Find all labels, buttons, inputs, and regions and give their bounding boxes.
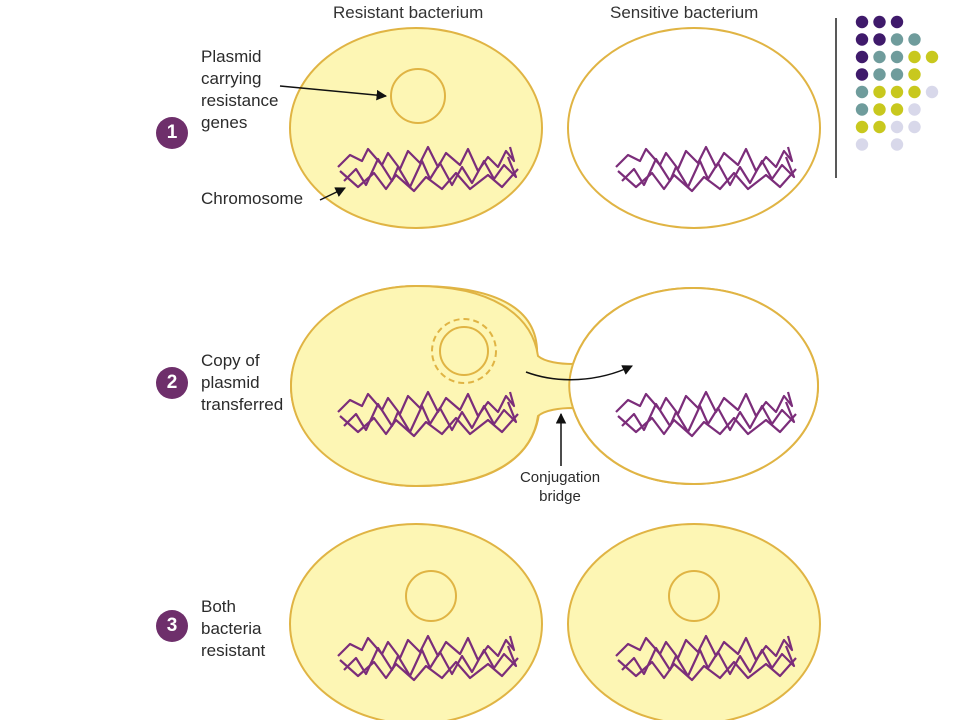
decor-dot: [890, 15, 904, 29]
decor-dot: [873, 15, 886, 29]
conjugation-bridge-label: Conjugation bridge: [500, 468, 620, 506]
conjugation-bridge-line1: Conjugation: [519, 469, 601, 486]
decor-dot: [855, 68, 869, 81]
step2-label-line3: transferred: [201, 395, 284, 414]
step2-label: Copy of plasmid transferred: [201, 350, 283, 416]
plasmid-step3-left: [405, 570, 457, 622]
decor-dot: [873, 85, 886, 99]
decor-dot: [908, 50, 921, 64]
decor-dot: [873, 68, 886, 81]
step3-label-line2: bacteria: [201, 619, 262, 638]
step1-label-line2: carrying: [201, 69, 262, 88]
decor-dot: [855, 85, 869, 99]
step1-label-line3: resistance: [201, 91, 279, 110]
plasmid-pointer-arrow: [279, 85, 388, 101]
decor-dot: [908, 120, 921, 134]
decor-dot: [925, 85, 939, 99]
decor-dot: [855, 15, 869, 29]
step2-label-line1: Copy of: [201, 351, 260, 370]
decor-dot: [873, 120, 886, 134]
resistant-cell-step1: [289, 27, 543, 229]
step1-label-line4: genes: [201, 113, 248, 132]
plasmid-step3-right: [668, 570, 720, 622]
decor-dot: [890, 138, 904, 151]
step-badge-2: 2: [156, 367, 188, 399]
decor-dot: [890, 68, 904, 81]
decor-dot-grid: [855, 15, 939, 151]
decor-dot: [855, 50, 869, 64]
decor-dot: [873, 50, 886, 64]
decor-dot: [855, 138, 869, 151]
decor-dot: [855, 33, 869, 46]
decor-dot: [855, 103, 869, 116]
chromosome-pointer-arrow: [319, 187, 346, 201]
step1-label-line1: Plasmid: [201, 47, 262, 66]
decor-dot: [908, 103, 921, 116]
decor-dot: [890, 85, 904, 99]
decor-dot: [908, 85, 921, 99]
step1-label: Plasmid carrying resistance genes: [201, 46, 278, 134]
step-badge-1: 1: [156, 117, 188, 149]
step3-label: Both bacteria resistant: [201, 596, 265, 662]
plasmid-copy-dashed-step2: [431, 318, 497, 384]
recipient-cell-step2: [568, 286, 820, 486]
decor-dot: [908, 33, 921, 46]
step2-label-line2: plasmid: [201, 373, 260, 392]
decor-dot: [890, 120, 904, 134]
decor-dot: [925, 50, 939, 64]
decor-dot: [855, 120, 869, 134]
conjugation-bridge-line2: bridge: [539, 488, 581, 505]
resistant-cell-step3-left: [289, 523, 543, 720]
decor-dot: [890, 50, 904, 64]
sensitive-cell-step1: [567, 27, 821, 229]
header-sensitive: Sensitive bacterium: [610, 3, 759, 22]
decor-dot: [873, 103, 886, 116]
plasmid-step2: [439, 326, 489, 376]
step3-label-line1: Both: [201, 597, 236, 616]
decor-dot: [873, 33, 886, 46]
decor-dot: [890, 33, 904, 46]
header-resistant: Resistant bacterium: [333, 3, 484, 22]
decor-dot: [908, 68, 921, 81]
plasmid-step1: [390, 68, 446, 124]
transfer-arrow: [525, 365, 633, 381]
step-badge-3: 3: [156, 610, 188, 642]
chromosome-label: Chromosome: [201, 189, 304, 208]
decor-dot: [890, 103, 904, 116]
step3-label-line3: resistant: [201, 641, 266, 660]
